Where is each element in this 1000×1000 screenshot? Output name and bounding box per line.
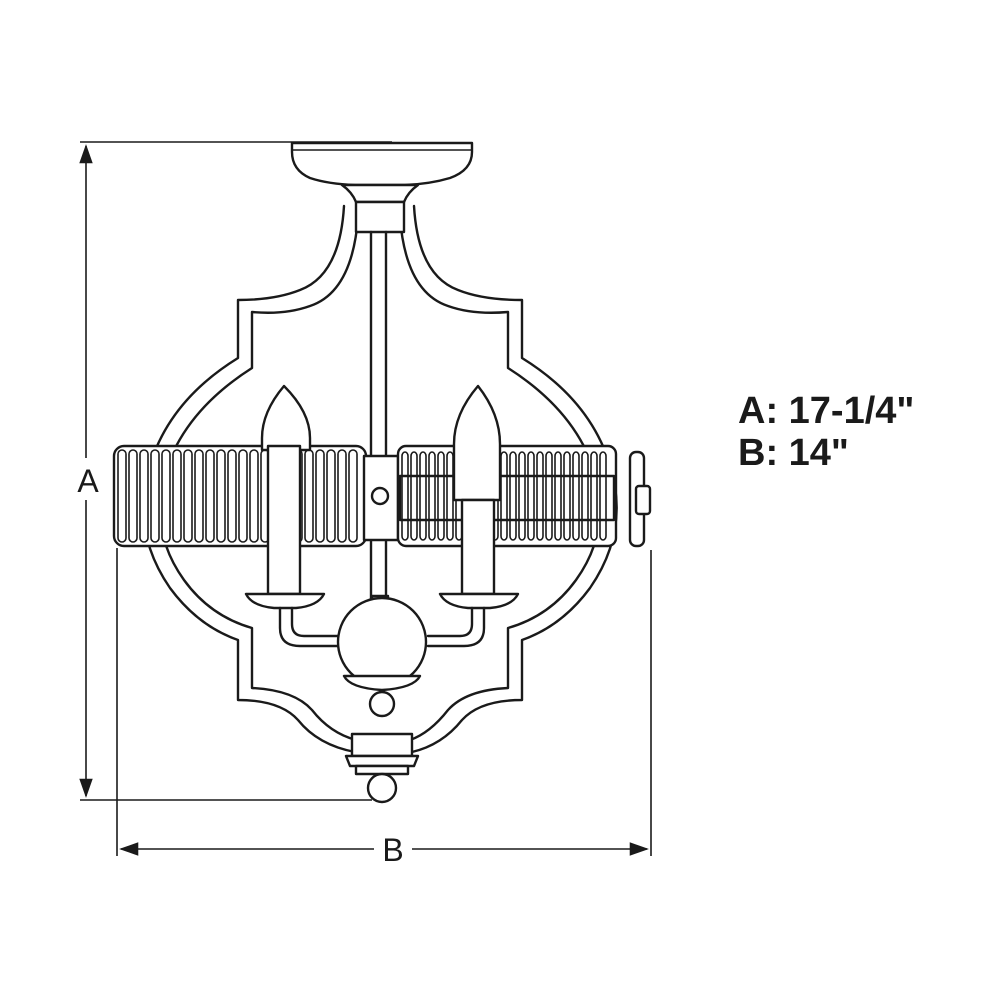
spec-width: B: 14": [738, 432, 849, 474]
band-rib: [401, 451, 409, 541]
side-clamp: [628, 450, 652, 548]
band-rib: [518, 451, 526, 541]
band-rib: [419, 451, 427, 541]
candle-bulb-icon: [426, 384, 520, 648]
band-rib: [326, 449, 336, 543]
band-rib: [172, 449, 182, 543]
center-sphere: [336, 594, 428, 718]
band-rib: [216, 449, 226, 543]
band-rib: [563, 451, 571, 541]
band-rib: [194, 449, 204, 543]
band-hub: [362, 454, 400, 542]
band-rib: [128, 449, 138, 543]
dimension-b: B: [116, 548, 652, 868]
dimension-a-label: A: [77, 463, 99, 499]
band-rib: [183, 449, 193, 543]
ceiling-canopy-icon: [290, 141, 474, 204]
ribbed-band-left: [112, 444, 368, 548]
band-rib: [161, 449, 171, 543]
band-rib: [545, 451, 553, 541]
band-rib: [238, 449, 248, 543]
band-rib: [117, 449, 127, 543]
band-rib: [315, 449, 325, 543]
bottom-finial: [344, 732, 420, 804]
band-rib: [205, 449, 215, 543]
band-rib: [509, 451, 517, 541]
band-rib: [527, 451, 535, 541]
center-rod: [354, 200, 406, 606]
band-rib: [599, 451, 607, 541]
band-rib: [249, 449, 259, 543]
band-rib: [337, 449, 347, 543]
band-rib: [150, 449, 160, 543]
band-rib: [581, 451, 589, 541]
band-rib: [536, 451, 544, 541]
band-rib: [139, 449, 149, 543]
dimension-b-label: B: [382, 832, 403, 868]
spec-height: A: 17-1/4": [738, 390, 915, 432]
band-rib: [348, 449, 358, 543]
band-rib: [227, 449, 237, 543]
ribbed-band-right: [396, 444, 618, 548]
band-rib: [590, 451, 598, 541]
band-rib: [572, 451, 580, 541]
band-rib: [410, 451, 418, 541]
band-rib: [437, 451, 445, 541]
band-rib: [428, 451, 436, 541]
band-rib: [554, 451, 562, 541]
candle-bulb-icon: [244, 384, 340, 648]
